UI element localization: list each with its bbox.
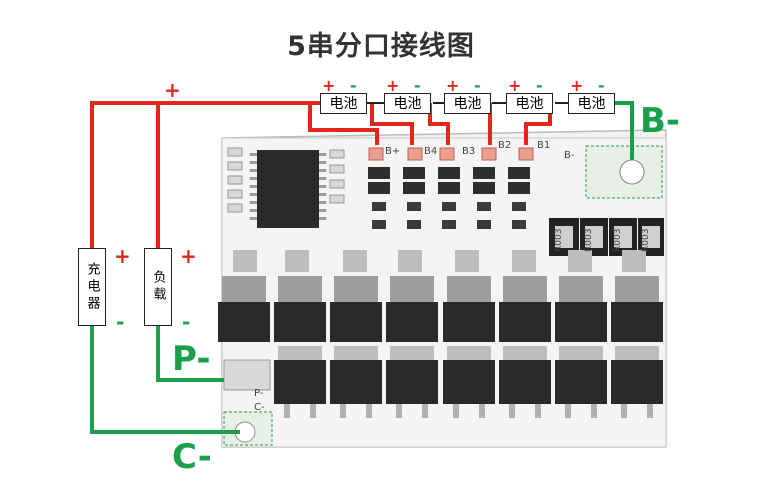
b-minus-label: B- bbox=[640, 101, 681, 141]
diagram-title: 5串分口接线图 bbox=[287, 31, 475, 62]
pcb-b2: B2 bbox=[498, 140, 512, 151]
battery-2-minus: - bbox=[414, 76, 421, 95]
battery-4: 电池 bbox=[506, 93, 553, 114]
resistor-code-1: R003 bbox=[554, 228, 564, 252]
battery-5-minus: - bbox=[598, 76, 605, 95]
battery-3-minus: - bbox=[474, 76, 481, 95]
main-plus: + bbox=[164, 78, 181, 102]
pcb-c-minus: C- bbox=[254, 402, 265, 413]
pcb-b1: B1 bbox=[537, 140, 551, 151]
resistor-code-3: R003 bbox=[613, 228, 623, 252]
resistor-code-4: R003 bbox=[641, 228, 651, 252]
battery-3-plus: + bbox=[446, 76, 460, 95]
positive-wires bbox=[90, 101, 552, 248]
battery-1: 电池 bbox=[320, 93, 367, 114]
load-box: 负载 bbox=[144, 248, 172, 326]
battery-4-minus: - bbox=[536, 76, 543, 95]
p-minus-label: P- bbox=[172, 339, 211, 379]
pcb-b3: B3 bbox=[462, 146, 476, 157]
charger-box: 充电器 bbox=[78, 248, 106, 326]
load-plus: + bbox=[180, 244, 197, 268]
charger-minus: - bbox=[116, 310, 125, 334]
battery-2-plus: + bbox=[386, 76, 400, 95]
load-minus: - bbox=[182, 310, 191, 334]
battery-4-plus: + bbox=[508, 76, 522, 95]
bms-board bbox=[218, 129, 667, 448]
pcb-b4: B4 bbox=[424, 146, 438, 157]
pcb-b-minus: B- bbox=[564, 150, 575, 161]
battery-1-minus: - bbox=[350, 76, 357, 95]
charger-plus: + bbox=[114, 244, 131, 268]
battery-1-plus: + bbox=[322, 76, 336, 95]
battery-5-plus: + bbox=[570, 76, 584, 95]
c-minus-label: C- bbox=[172, 437, 212, 477]
battery-3: 电池 bbox=[444, 93, 491, 114]
resistor-code-2: R003 bbox=[584, 228, 594, 252]
battery-2: 电池 bbox=[384, 93, 431, 114]
pcb-b-plus: B+ bbox=[385, 146, 401, 157]
battery-5: 电池 bbox=[568, 93, 615, 114]
pcb-p-minus: P- bbox=[254, 388, 264, 399]
